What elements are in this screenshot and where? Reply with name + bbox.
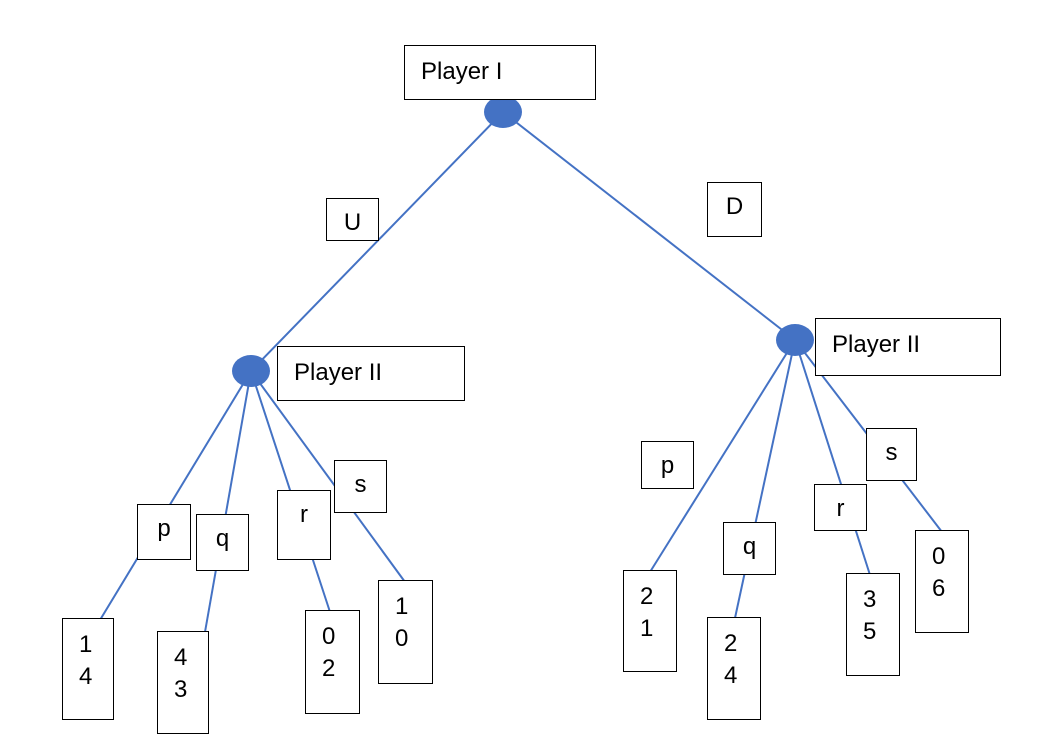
payoff-left-r-player1: 0 (322, 623, 336, 650)
edge-left-p (99, 370, 252, 621)
edge-D (502, 111, 796, 341)
payoff-right-q-player2: 4 (724, 662, 738, 689)
payoff-right-s: 0 6 (915, 530, 969, 633)
payoff-left-p-player2: 4 (79, 663, 93, 690)
move-label-left-q: q (196, 514, 249, 571)
player-label-right: Player II (815, 318, 1001, 376)
payoff-right-r-player2: 5 (863, 618, 877, 645)
move-label-right-r-text: r (836, 495, 845, 522)
payoff-right-p-player2: 1 (640, 615, 654, 642)
payoff-right-r-player1: 3 (863, 586, 877, 613)
move-label-left-q-text: q (215, 525, 230, 552)
move-label-U: U (326, 198, 379, 241)
payoff-right-q: 2 4 (707, 617, 761, 720)
move-label-U-text: U (343, 209, 362, 236)
move-label-D-text: D (725, 193, 744, 220)
move-label-left-p: p (137, 504, 191, 560)
payoff-left-s-player2: 0 (395, 625, 409, 652)
payoff-right-s-player2: 6 (932, 575, 946, 602)
move-label-right-p-text: p (660, 452, 675, 479)
payoff-left-p: 1 4 (62, 618, 114, 720)
edge-right-p (649, 339, 796, 573)
payoff-left-s: 1 0 (378, 580, 433, 684)
move-label-right-s-text: s (885, 439, 898, 466)
payoff-left-q-player1: 4 (174, 644, 188, 671)
payoff-left-q-player2: 3 (174, 676, 188, 703)
payoff-right-q-player1: 2 (724, 630, 738, 657)
payoff-right-s-player1: 0 (932, 543, 946, 570)
move-label-left-r: r (277, 490, 331, 560)
player-label-left-text: Player II (294, 359, 383, 386)
edge-right-r (794, 339, 871, 576)
move-label-left-s: s (334, 460, 387, 513)
move-label-right-r: r (814, 484, 867, 531)
move-label-right-p: p (641, 441, 694, 489)
move-label-left-s-text: s (354, 471, 367, 498)
move-label-D: D (707, 182, 762, 237)
payoff-left-q: 4 3 (157, 631, 209, 734)
move-label-left-r-text: r (300, 501, 308, 528)
payoff-left-p-player1: 1 (79, 631, 93, 658)
move-label-right-q-text: q (742, 533, 757, 560)
payoff-left-s-player1: 1 (395, 593, 409, 620)
move-label-right-s: s (866, 428, 917, 481)
edge-left-q (204, 370, 252, 633)
player-label-right-text: Player II (832, 331, 921, 358)
payoff-right-p: 2 1 (623, 570, 677, 672)
edge-U (250, 111, 504, 372)
player-label-left: Player II (277, 346, 465, 401)
payoff-right-r: 3 5 (846, 573, 900, 676)
move-label-right-q: q (723, 522, 776, 575)
move-label-left-p-text: p (157, 515, 171, 542)
payoff-left-r: 0 2 (305, 610, 360, 714)
player-label-root-text: Player I (421, 58, 503, 85)
player-label-root: Player I (404, 45, 596, 100)
node-player1 (484, 96, 522, 128)
node-player2-right (776, 324, 814, 356)
edge-left-s (250, 370, 406, 583)
payoff-left-r-player2: 2 (322, 655, 336, 682)
node-player2-left (232, 355, 270, 387)
payoff-right-p-player1: 2 (640, 583, 654, 610)
edge-right-q (734, 339, 796, 619)
